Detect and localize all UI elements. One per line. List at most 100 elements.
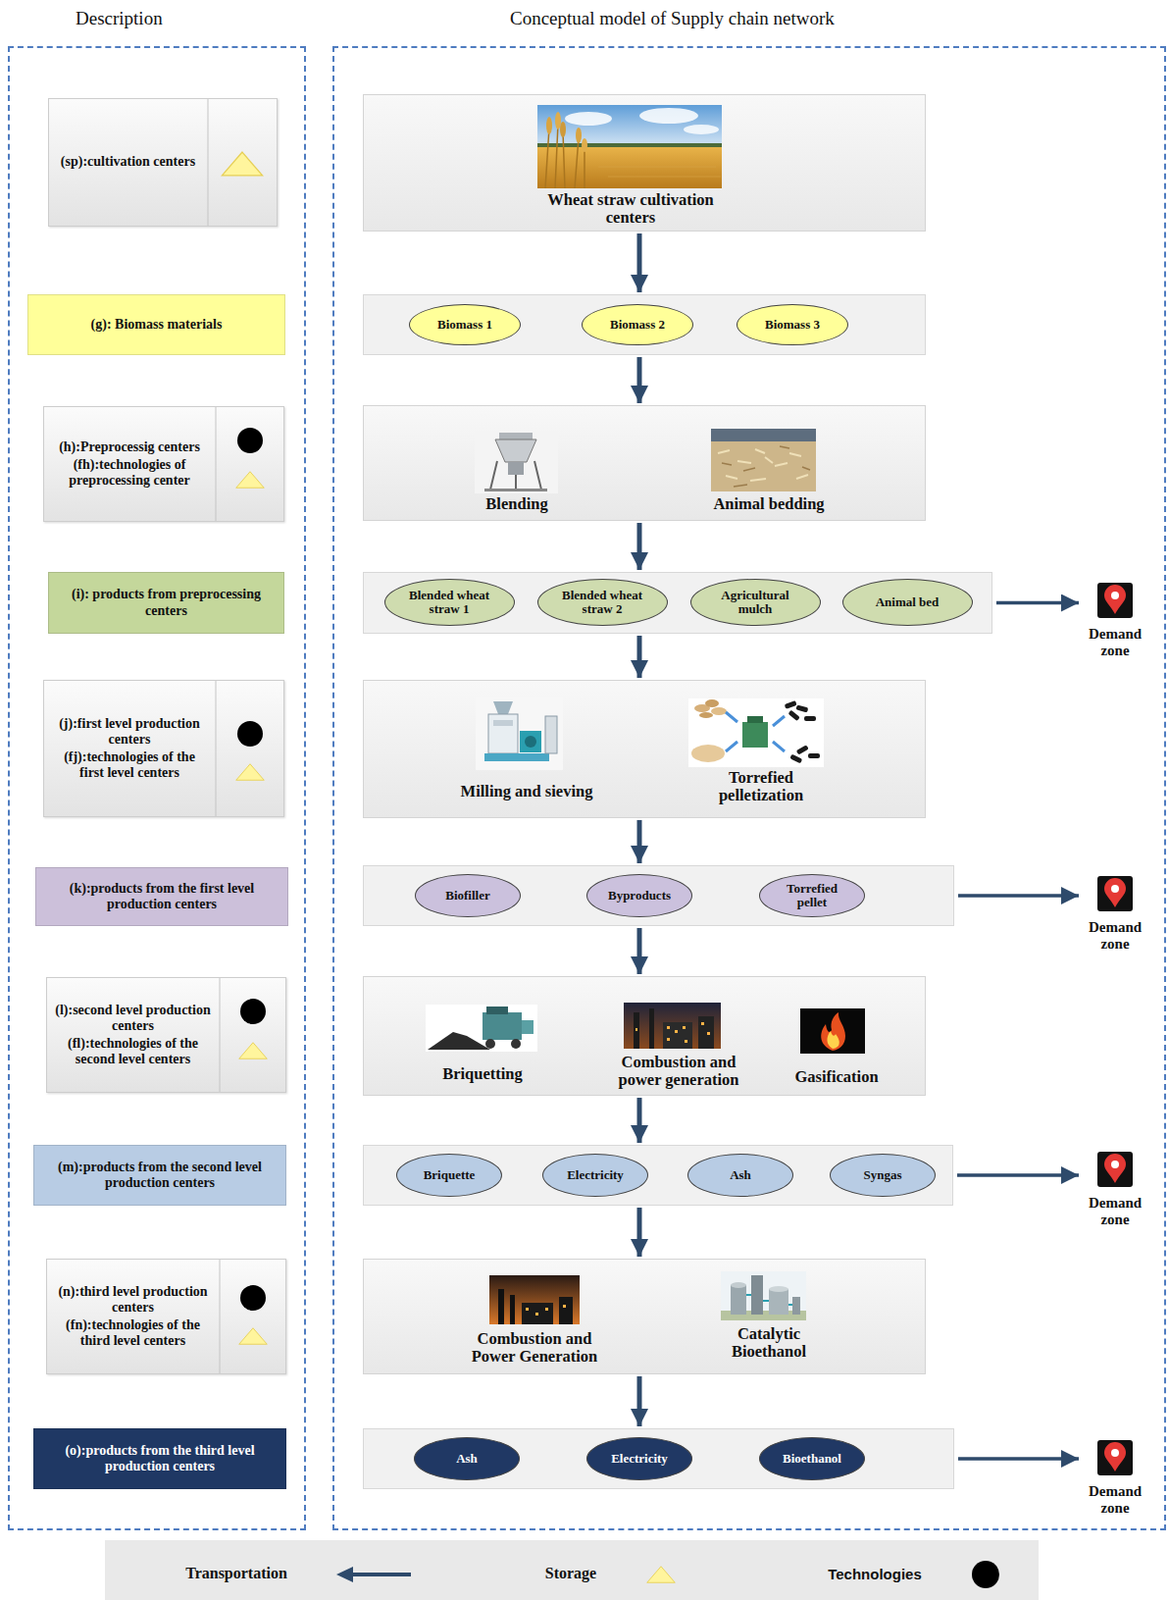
product-label: Ash bbox=[729, 1168, 752, 1182]
demand-label: Demand zone bbox=[1080, 1482, 1150, 1516]
description-band: (k):products from the first level produc… bbox=[35, 866, 289, 926]
product-ellipse: Bioethanol bbox=[759, 1436, 865, 1480]
process-stage-box: Combustion and Power GenerationCatalytic… bbox=[362, 1258, 926, 1374]
demand-zone: Demand zone bbox=[1080, 1439, 1150, 1516]
product-label: Byproducts bbox=[608, 888, 671, 903]
briquetting-machine-image bbox=[425, 1004, 538, 1052]
stage-label: Catalytic Bioethanol bbox=[714, 1324, 823, 1361]
description-band: (m):products from the second level produ… bbox=[33, 1144, 287, 1206]
description-band: (i): products from preprocessing centers bbox=[48, 571, 285, 634]
description-box: (h):Preprocessig centers(fh):technologie… bbox=[43, 406, 285, 522]
description-band: (g): Biomass materials bbox=[27, 294, 286, 356]
flow-arrow bbox=[637, 1097, 643, 1143]
description-text: (sp):cultivation centers bbox=[54, 153, 202, 170]
demand-label: Demand zone bbox=[1080, 625, 1150, 659]
product-label: Biomass 1 bbox=[437, 317, 493, 332]
flow-arrow bbox=[637, 356, 643, 404]
description-text: (j):first level production centers bbox=[44, 715, 215, 748]
flow-arrow bbox=[957, 1172, 1079, 1177]
process-stage-box: BriquettingCombustion and power generati… bbox=[362, 975, 926, 1096]
demand-zone: Demand zone bbox=[1080, 582, 1150, 659]
description-box: (sp):cultivation centers bbox=[48, 98, 278, 227]
product-ellipse: Biomass 3 bbox=[736, 304, 849, 346]
product-ellipse: Biomass 1 bbox=[408, 304, 521, 346]
process-stage-box: Blending Animal bedding bbox=[362, 405, 926, 521]
product-ellipse: Biofiller bbox=[414, 873, 521, 917]
blending-machine-image bbox=[474, 430, 559, 494]
milling-machine-image bbox=[475, 697, 563, 770]
product-ellipse: Blended wheat straw 2 bbox=[537, 578, 668, 626]
stage-label: Milling and sieving bbox=[453, 782, 601, 801]
product-ellipse: Electricity bbox=[542, 1153, 649, 1197]
description-box: (j):first level production centers(fj):t… bbox=[43, 679, 285, 817]
product-ellipse: Biomass 2 bbox=[581, 304, 694, 346]
demand-zone: Demand zone bbox=[1080, 875, 1150, 952]
product-ellipse: Briquette bbox=[396, 1153, 503, 1197]
description-text: (fj):technologies of the first level cen… bbox=[44, 749, 215, 781]
stage-label: Blending bbox=[457, 495, 576, 513]
product-ellipse: Byproducts bbox=[586, 873, 693, 917]
demand-zone-icons bbox=[1097, 582, 1133, 1475]
flow-arrow bbox=[958, 893, 1079, 898]
animal-bedding-image bbox=[711, 428, 816, 492]
product-label: Biofiller bbox=[445, 888, 491, 903]
flow-arrow bbox=[637, 233, 643, 293]
product-label: Animal bed bbox=[875, 595, 940, 610]
demand-label: Demand zone bbox=[1080, 918, 1150, 952]
product-ellipse: Syngas bbox=[829, 1153, 936, 1197]
product-label: Biomass 2 bbox=[609, 317, 665, 332]
process-stage-box: Wheat straw cultivation centers bbox=[362, 94, 926, 232]
product-label: Agricultural mulch bbox=[705, 588, 807, 615]
legend: TransportationStorageTechnologies bbox=[104, 1539, 1039, 1600]
description-text: (g): Biomass materials bbox=[91, 316, 223, 333]
torrefied-pellet-image bbox=[688, 698, 824, 767]
legend-label: Storage bbox=[521, 1564, 620, 1582]
product-ellipse: Ash bbox=[413, 1436, 520, 1480]
demand-label: Demand zone bbox=[1080, 1194, 1150, 1227]
description-box: (l):second level production centers(fl):… bbox=[46, 976, 287, 1093]
description-text: (o):products from the third level produc… bbox=[42, 1442, 278, 1474]
product-band: Biomass 1 Biomass 2 Biomass 3 bbox=[362, 294, 926, 356]
product-label: Blended wheat straw 1 bbox=[399, 588, 501, 615]
product-label: Blended wheat straw 2 bbox=[552, 588, 654, 615]
flow-arrow bbox=[637, 1375, 643, 1426]
power-plant-image bbox=[489, 1274, 580, 1324]
product-label: Bioethanol bbox=[782, 1451, 842, 1466]
stage-label: Animal bedding bbox=[690, 495, 848, 513]
description-text: (k):products from the first level produc… bbox=[44, 880, 280, 913]
description-text: (fl):technologies of the second level ce… bbox=[47, 1035, 219, 1068]
description-text: (fn):technologies of the third level cen… bbox=[47, 1317, 219, 1349]
product-label: Torrefied pellet bbox=[773, 881, 851, 909]
description-text: (l):second level production centers bbox=[47, 1002, 219, 1034]
dashed-panel: Description(sp):cultivation centers(g): … bbox=[7, 46, 306, 1530]
flow-arrow bbox=[958, 1456, 1079, 1461]
product-ellipse: Animal bed bbox=[842, 578, 973, 626]
product-band: AshElectricityBioethanol bbox=[362, 1427, 955, 1489]
legend-label: Technologies bbox=[806, 1565, 944, 1582]
flow-arrow bbox=[637, 927, 643, 974]
description-text: (m):products from the second level produ… bbox=[42, 1159, 278, 1191]
description-band: (o):products from the third level produc… bbox=[33, 1427, 287, 1489]
stage-label: Combustion and power generation bbox=[605, 1053, 753, 1089]
wheat-field-image bbox=[537, 104, 722, 189]
description-symbols bbox=[207, 99, 267, 1373]
flow-arrow bbox=[637, 635, 643, 678]
product-band: Blended wheat straw 1 Blended wheat straw… bbox=[362, 571, 993, 634]
description-text: (fh):technologies of preprocessing cente… bbox=[44, 457, 215, 489]
product-band: Biofiller Byproducts Torrefied pellet bbox=[362, 864, 955, 926]
product-band: Briquette Electricity Ash Syngas bbox=[362, 1144, 954, 1206]
flow-arrow bbox=[637, 819, 643, 864]
flow-arrow bbox=[637, 522, 643, 570]
product-ellipse: Torrefied pellet bbox=[759, 873, 865, 917]
flow-arrow bbox=[637, 1207, 643, 1257]
description-text: (h):Preprocessig centers bbox=[52, 439, 206, 456]
process-stage-box: Milling and sievingTorrefied pelletizati… bbox=[362, 679, 926, 818]
product-label: Syngas bbox=[863, 1168, 902, 1182]
bioethanol-plant-image bbox=[720, 1270, 807, 1321]
description-text: (n):third level production centers bbox=[47, 1283, 219, 1316]
legend-bar bbox=[104, 1539, 1039, 1600]
stage-label: Gasification bbox=[777, 1067, 896, 1086]
product-label: Biomass 3 bbox=[764, 317, 820, 332]
description-box: (n):third level production centers(fn):t… bbox=[46, 1258, 287, 1374]
